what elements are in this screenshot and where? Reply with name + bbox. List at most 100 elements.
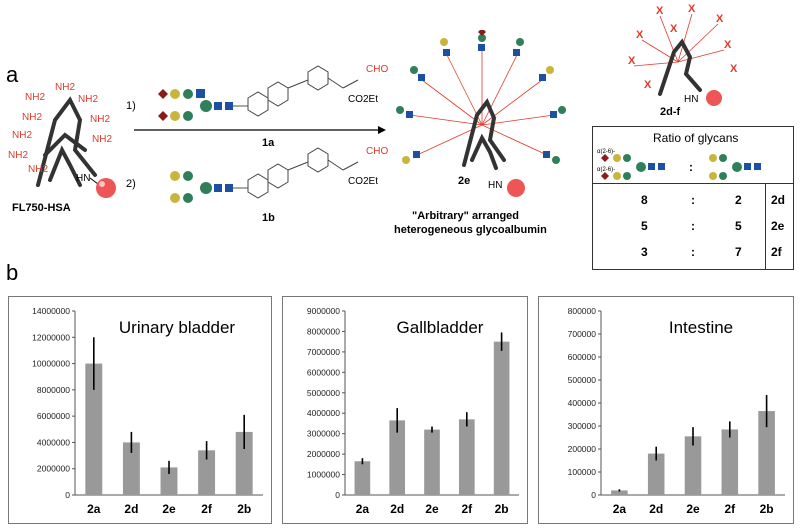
bar [493, 341, 510, 495]
y-tick-label: 400000 [568, 398, 597, 408]
bar [758, 411, 775, 495]
bar [721, 429, 739, 495]
x-tick-label: 2f [201, 502, 213, 516]
y-tick-label: 4000000 [37, 437, 70, 447]
y-tick-label: 10000000 [32, 359, 70, 369]
y-tick-label: 600000 [568, 352, 597, 362]
fl750-hsa-protein-figure: NH2 NH2 NH2 NH2 NH2 NH2 NH2 NH2 NH2 HN [8, 82, 116, 198]
bar [160, 467, 178, 495]
bar [647, 453, 665, 495]
y-tick-label: 6000000 [37, 411, 70, 421]
x-tick-label: 2b [237, 502, 251, 516]
x-tick-label: 2b [760, 502, 774, 516]
bar [458, 419, 475, 495]
ratio-compound-name: 2e [771, 219, 785, 233]
bar [611, 490, 628, 495]
y-tick-label: 200000 [568, 444, 597, 454]
hn-label: HN [684, 94, 698, 105]
y-tick-label: 800000 [568, 306, 597, 316]
svg-text:X: X [644, 79, 652, 91]
y-tick-label: 3000000 [307, 429, 340, 439]
bar [684, 436, 702, 495]
y-tick-label: 8000000 [37, 385, 70, 395]
product-caption-line1: "Arbitrary" arranged [412, 210, 520, 222]
y-tick-label: 2000000 [307, 449, 340, 459]
reaction-arrow [134, 126, 386, 134]
ratio-value-a: 3 [641, 245, 648, 259]
chart-title: Urinary bladder [119, 318, 236, 337]
compound-1b-label: 1b [262, 212, 275, 224]
svg-text:X: X [730, 63, 738, 75]
product-caption-line2: heterogeneous glycoalbumin [394, 224, 547, 236]
svg-text:X: X [670, 23, 678, 35]
x-tick-label: 2f [461, 502, 473, 516]
y-tick-label: 0 [591, 490, 596, 500]
y-tick-label: 12000000 [32, 332, 70, 342]
y-tick-label: 2000000 [37, 464, 70, 474]
y-tick-label: 100000 [568, 467, 597, 477]
y-tick-label: 4000000 [307, 408, 340, 418]
svg-text:X: X [716, 13, 724, 25]
y-tick-label: 5000000 [307, 388, 340, 398]
y-tick-label: 9000000 [307, 306, 340, 316]
glycoalbumin-2d-f-label: 2d-f [660, 106, 681, 118]
y-tick-label: 0 [335, 490, 340, 500]
bar [354, 461, 371, 495]
hn-label: HN [488, 180, 502, 191]
x-tick-label: 2a [87, 502, 101, 516]
x-tick-label: 2e [162, 502, 176, 516]
amine-label: NH2 [25, 92, 45, 103]
svg-text:X: X [656, 5, 664, 17]
x-tick-label: 2f [724, 502, 736, 516]
reagent-1b-structure: CHO CO2Et [170, 146, 388, 203]
chart-title: Gallbladder [397, 318, 484, 337]
gallbladder-chart: 0 1000000 2000000 3000000 4000000 5000000 6000… [282, 296, 528, 524]
svg-text:X: X [628, 55, 636, 67]
panel-b-letter: b [6, 260, 19, 285]
bar [85, 363, 103, 495]
svg-text:X: X [688, 3, 696, 15]
ratio-value-a: 8 [641, 193, 648, 207]
ratio-colon: : [691, 219, 695, 233]
y-tick-label: 7000000 [307, 347, 340, 357]
y-tick-label: 500000 [568, 375, 597, 385]
ester-label: CO2Et [348, 94, 378, 105]
chart-title: Intestine [669, 318, 733, 337]
y-tick-label: 0 [65, 490, 70, 500]
y-tick-label: 1000000 [307, 470, 340, 480]
amine-label: NH2 [28, 164, 48, 175]
glycan-chain-1a [158, 89, 248, 121]
panel-a-letter: a [6, 62, 19, 87]
product-2e-label: 2e [458, 175, 471, 187]
step-1-label: 1) [126, 100, 136, 112]
glycan-ratio-icons: α(2-6)- α(2-6)- : [597, 149, 761, 180]
x-tick-label: 2e [686, 502, 700, 516]
glycan-tips [396, 30, 566, 164]
svg-text:α(2-6)-: α(2-6)- [597, 149, 615, 155]
aldehyde-label: CHO [366, 146, 388, 157]
amine-label: NH2 [8, 150, 28, 161]
svg-text:X: X [636, 29, 644, 41]
ratio-compound-name: 2d [771, 193, 786, 207]
bar [424, 429, 440, 495]
amine-label: NH2 [92, 134, 112, 145]
urinary-bladder-chart: 0 2000000 4000000 6000000 8000000 10000000 120… [8, 296, 272, 524]
ratio-compound-name: 2f [771, 245, 782, 259]
svg-text:α(2-6)-: α(2-6)- [597, 167, 615, 173]
ratio-value-b: 7 [735, 245, 742, 259]
x-tick-label: 2d [390, 502, 404, 516]
ratio-value-b: 5 [735, 219, 742, 233]
y-tick-label: 6000000 [307, 367, 340, 377]
hn-label: HN [76, 173, 90, 184]
amine-label: NH2 [78, 94, 98, 105]
protein-blob [36, 96, 97, 187]
amine-label: NH2 [90, 114, 110, 125]
ratio-value-b: 2 [735, 193, 742, 207]
fluorophore-sphere [96, 178, 116, 198]
glycan-chain-1b [170, 171, 248, 203]
ratio-colon: : [691, 193, 695, 207]
step-2-label: 2) [126, 178, 136, 190]
reagent-1a-structure: CHO CO2Et [158, 64, 388, 121]
